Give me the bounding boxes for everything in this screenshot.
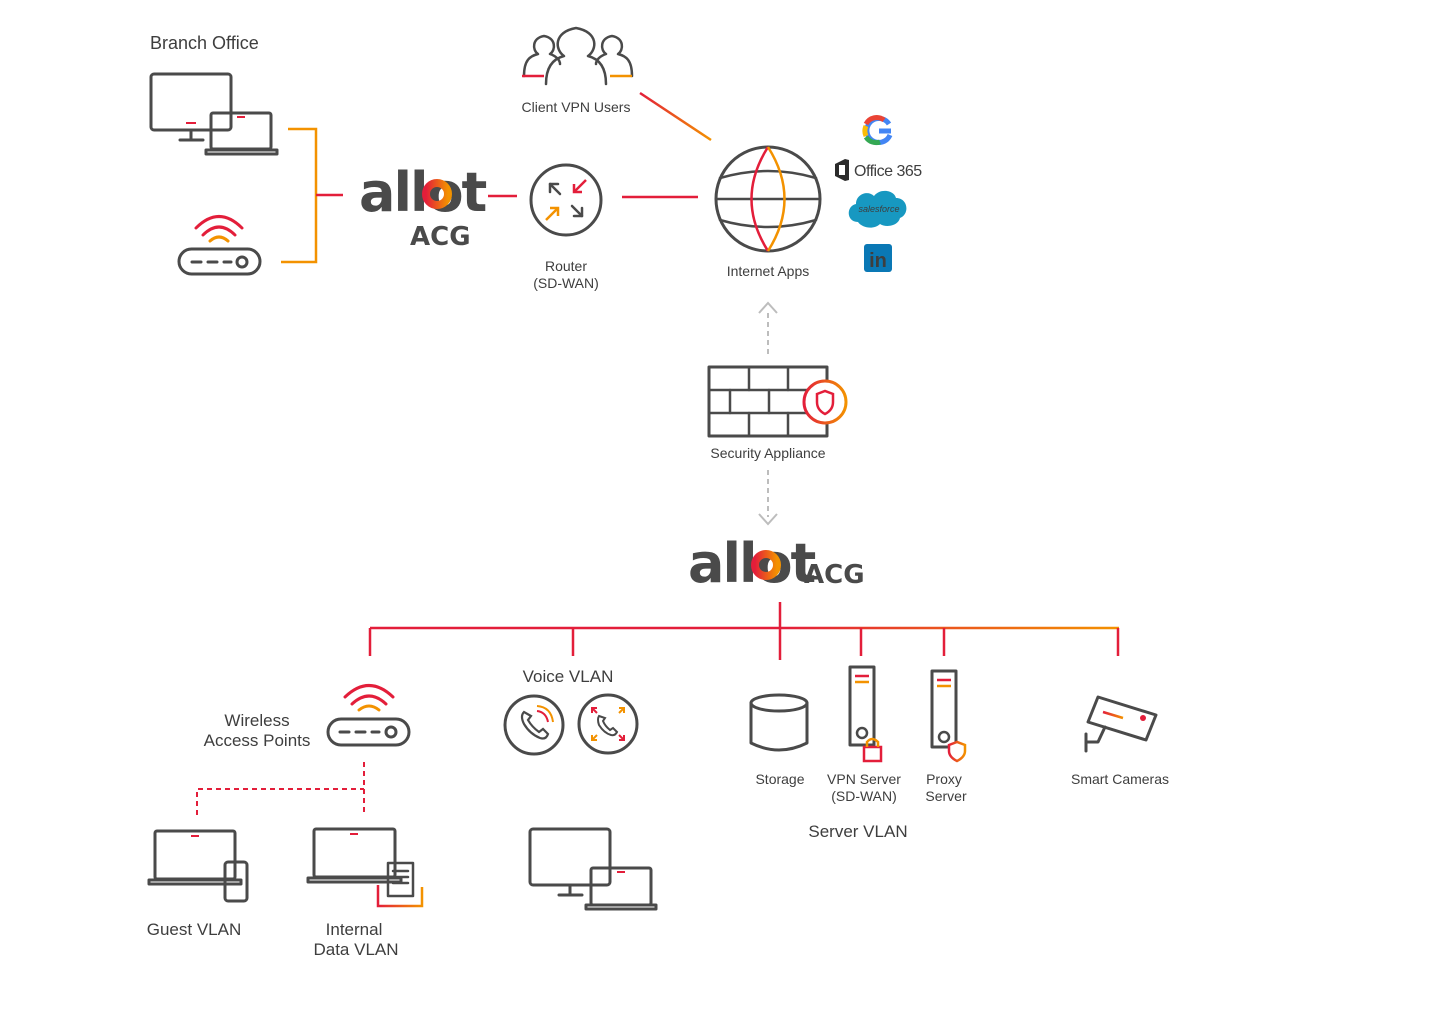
branch-wifi-router-icon (177, 215, 262, 276)
allot-acg-logo-main: allot ACG (688, 532, 865, 595)
guest-vlan-label: Guest VLAN (147, 920, 242, 939)
voice-laptop-icon (584, 866, 658, 911)
branch-desktop-icon (149, 72, 233, 142)
office-365-logo: Office 365 (835, 159, 923, 181)
google-icon (862, 115, 893, 146)
wireless-label-line2: Access Points (204, 731, 311, 750)
internal-label-line2: Data VLAN (313, 940, 398, 959)
wireless-ap-icon (326, 684, 411, 747)
client-vpn-users-icon (522, 26, 634, 86)
branch-laptop-icon (204, 111, 279, 156)
internet-globe-icon (714, 145, 822, 253)
vpn-server-icon (848, 665, 883, 763)
branch-bracket-line (281, 127, 318, 264)
proxy-server-label-line2: Server (925, 788, 967, 804)
security-appliance-label: Security Appliance (710, 445, 825, 461)
salesforce-logo: salesforce (848, 190, 907, 228)
voip-phone-icon (503, 694, 565, 756)
storage-label: Storage (755, 771, 804, 787)
vpn-server-label-line1: VPN Server (827, 771, 901, 787)
linkedin-logo: in (864, 244, 892, 272)
security-to-internet-arrow (758, 301, 778, 354)
firewall-icon (707, 365, 848, 438)
router-icon (529, 163, 603, 237)
smart-camera-icon (1084, 695, 1158, 753)
vpn-server-label-line2: (SD-WAN) (831, 788, 897, 804)
guest-laptop-icon (147, 829, 243, 886)
voice-desktop-icon (528, 827, 612, 897)
router-label-line2: (SD-WAN) (533, 275, 599, 291)
wireless-dashed-links (196, 762, 365, 815)
connection-lines (196, 91, 1120, 815)
client-vpn-users-label: Client VPN Users (522, 99, 631, 115)
router-label-line1: Router (545, 258, 587, 274)
server-vlan-label: Server VLAN (808, 822, 907, 841)
smart-cameras-label: Smart Cameras (1071, 771, 1169, 787)
security-to-acg-arrow (758, 470, 778, 526)
internet-apps-label: Internet Apps (727, 263, 810, 279)
linkedin-text: in (869, 250, 887, 272)
proxy-server-icon (930, 669, 967, 763)
proxy-server-label-line1: Proxy (926, 771, 962, 787)
allot-acg-logo-top: allot ACG (359, 161, 489, 252)
wireless-label-line1: Wireless (224, 711, 289, 730)
guest-phone-icon (223, 860, 249, 903)
branch-office-title: Branch Office (150, 33, 259, 53)
storage-icon (749, 693, 809, 752)
internal-printer-icon (376, 861, 424, 908)
salesforce-text: salesforce (858, 204, 899, 214)
internal-label-line1: Internal (326, 920, 383, 939)
acg-logo-text-top: ACG (410, 222, 471, 252)
vpn-users-to-internet-line (639, 91, 712, 142)
voice-vlan-label: Voice VLAN (523, 667, 614, 686)
voip-gateway-icon (577, 693, 639, 755)
acg-logo-text-main: ACG (804, 560, 865, 590)
office-365-text: Office 365 (854, 163, 922, 180)
